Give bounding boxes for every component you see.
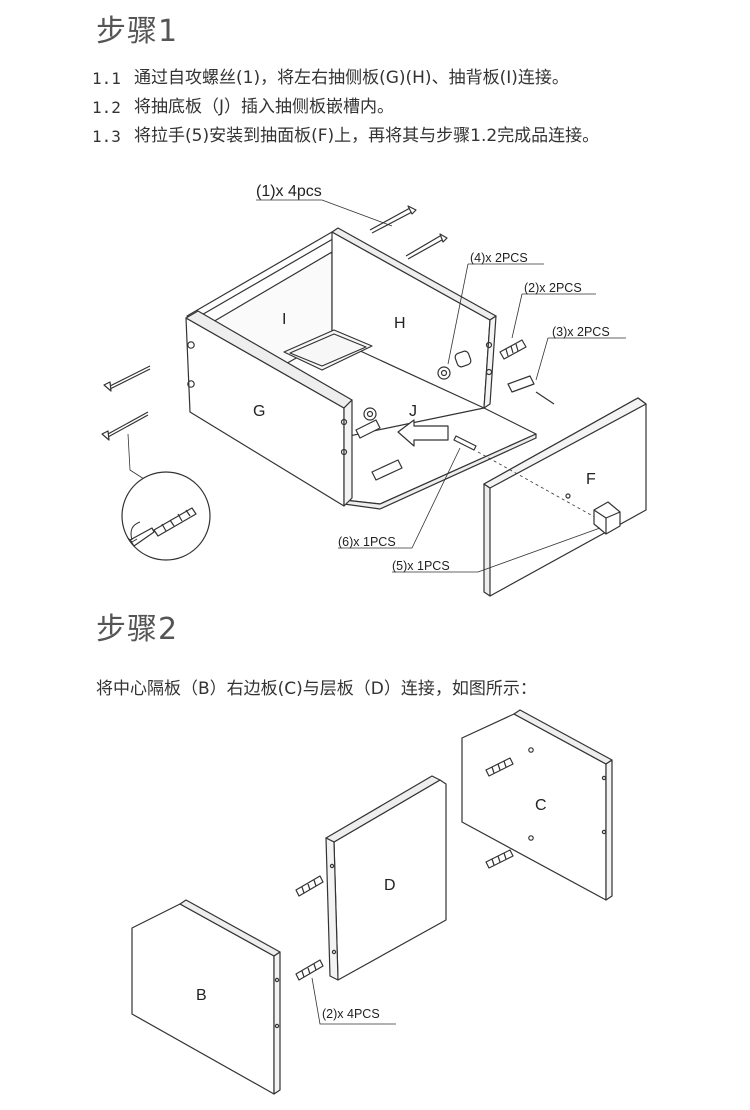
panel-label-b: B <box>196 987 207 1004</box>
hole <box>274 1023 280 1029</box>
cam-lock-icon <box>437 350 472 380</box>
cam-bolt-icon <box>507 375 555 405</box>
screw-icon <box>369 205 417 234</box>
instruction-text: 将拉手(5)安装到抽面板(F)上，再将其与步骤1.2完成品连接。 <box>134 126 600 146</box>
dowel-icon <box>499 339 527 360</box>
dowel-icon <box>355 419 381 439</box>
hole <box>331 949 337 955</box>
panel-c-side <box>605 759 613 901</box>
hole <box>528 835 534 841</box>
instruction-1-3: 1.3 将拉手(5)安装到抽面板(F)上，再将其与步骤1.2完成品连接。 <box>92 122 732 151</box>
leader-line <box>338 447 461 549</box>
step2-title: 步骤2 <box>96 612 179 647</box>
panel-label-g: G <box>253 403 265 420</box>
dowel-icon <box>371 459 403 481</box>
instruction-number: 1.1 <box>92 69 121 88</box>
panel-c-face <box>461 713 607 901</box>
panel-h <box>331 231 491 409</box>
shelf-diagram <box>131 709 613 1095</box>
dowel-icon <box>295 959 324 981</box>
hole <box>565 493 571 499</box>
instruction-number: 1.2 <box>92 98 121 117</box>
leader-line <box>511 293 596 339</box>
hole <box>528 747 534 753</box>
leader-line <box>447 263 544 365</box>
drawer-diagram <box>101 199 647 597</box>
insert-arrow-icon <box>397 419 449 447</box>
callout-part3: (3)x 2PCS <box>552 325 610 339</box>
hole <box>601 775 607 781</box>
callout-screws: (1)x 4pcs <box>256 183 322 200</box>
instruction-1-2: 1.2 将抽底板（J）插入抽侧板嵌槽内。 <box>92 93 732 122</box>
panel-d-edge <box>325 837 339 981</box>
screw-icon <box>103 365 151 392</box>
instruction-1-1: 1.1 通过自攻螺丝(1)，将左右抽侧板(G)(H)、抽背板(I)连接。 <box>92 64 732 93</box>
panel-h-edge <box>483 315 497 409</box>
hole <box>187 380 195 388</box>
panel-label-i: I <box>282 311 286 328</box>
instruction-text: 通过自攻螺丝(1)，将左右抽侧板(G)(H)、抽背板(I)连接。 <box>134 68 569 88</box>
panel-label-h: H <box>394 315 406 332</box>
panel-f-edge <box>483 483 491 597</box>
panel-g-edge <box>343 399 353 507</box>
screw-icon <box>453 435 477 451</box>
panel-label-f: F <box>586 471 596 488</box>
hole <box>485 341 493 349</box>
callout-part5: (5)x 1PCS <box>392 559 450 573</box>
hole <box>329 863 335 869</box>
assembly-dashed-line <box>477 451 601 521</box>
screwdriver-icon <box>127 507 197 547</box>
callout-part4: (4)x 2PCS <box>470 251 528 265</box>
callout-step2-part2: (2)x 4PCS <box>322 1007 380 1021</box>
hole <box>187 341 195 349</box>
panel-label-d: D <box>384 877 396 894</box>
screw-icon <box>101 411 149 441</box>
leader-line <box>256 199 393 227</box>
instruction-number: 1.3 <box>92 127 121 146</box>
dowel-icon <box>485 757 514 777</box>
panel-label-j: J <box>409 403 417 420</box>
dowel-icon <box>485 849 514 869</box>
handle-knob-icon <box>593 501 621 535</box>
dowel-icon <box>295 875 324 897</box>
hole <box>601 829 607 835</box>
step1-instructions: 1.1 通过自攻螺丝(1)，将左右抽侧板(G)(H)、抽背板(I)连接。 1.2… <box>92 64 732 151</box>
screw-icon <box>405 233 448 260</box>
instruction-text: 将抽底板（J）插入抽侧板嵌槽内。 <box>134 97 395 117</box>
panel-b-side <box>273 951 281 1095</box>
hole <box>340 418 348 426</box>
hole <box>485 368 493 376</box>
hole <box>274 977 280 983</box>
step2-description: 将中心隔板（B）右边板(C)与层板（D）连接，如图所示： <box>96 679 537 699</box>
panel-f-top <box>483 397 647 489</box>
leader-line <box>392 527 601 573</box>
callout-part6: (6)x 1PCS <box>338 535 396 549</box>
hole <box>340 448 348 456</box>
callout-part2: (2)x 2PCS <box>524 281 582 295</box>
leader-line <box>535 337 626 381</box>
detail-magnifier <box>121 471 211 561</box>
cam-lock-icon <box>363 407 377 421</box>
leader-line <box>311 977 396 1025</box>
step1-title: 步骤1 <box>96 14 179 49</box>
panel-label-c: C <box>535 797 547 814</box>
drawer-recess-inner <box>289 333 367 367</box>
